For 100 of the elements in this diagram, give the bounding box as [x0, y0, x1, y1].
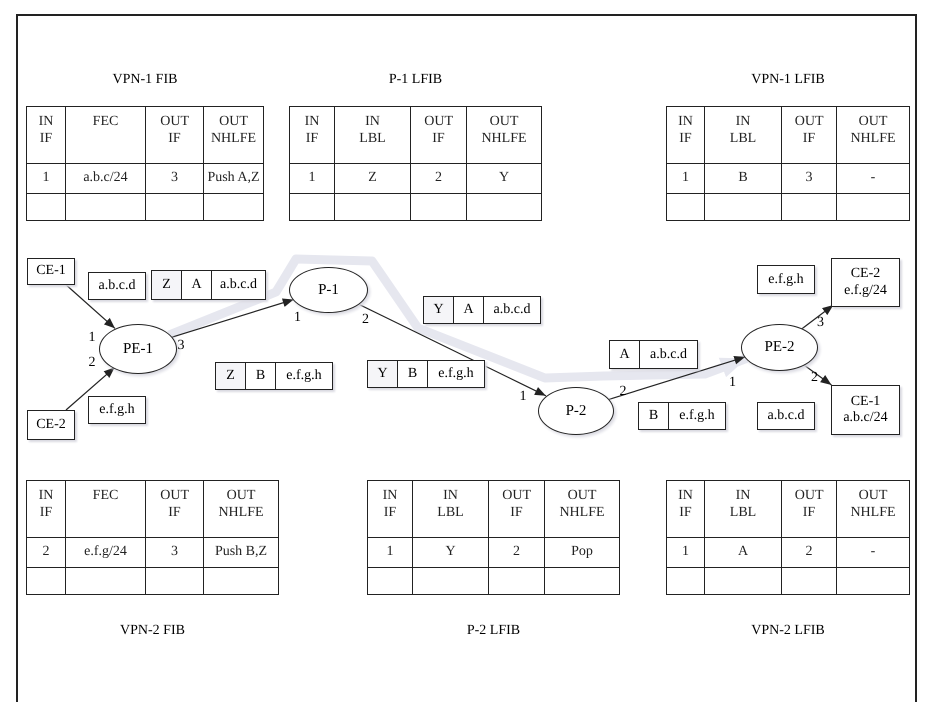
- packet-header: [367, 360, 485, 388]
- column-header: IN IF: [678, 488, 693, 522]
- header-field: B: [639, 403, 669, 429]
- cell-value: 2: [806, 544, 812, 561]
- cell-value: 3: [806, 170, 812, 187]
- node-label: a.b.c/24: [843, 410, 888, 426]
- lookup-table: [26, 106, 264, 221]
- host-box: [27, 410, 75, 440]
- port-number: 2: [811, 370, 818, 386]
- packet-header: [423, 296, 541, 324]
- packet-header: [609, 340, 698, 369]
- arrow: [170, 298, 294, 338]
- header-field: a.b.c.d: [89, 273, 145, 299]
- header-field: a.b.c.d: [212, 271, 265, 299]
- column-header: IN IF: [382, 488, 398, 522]
- arrow: [802, 363, 832, 386]
- cell-value: B: [738, 170, 748, 187]
- arrow: [801, 304, 834, 330]
- header-field: B: [246, 363, 276, 389]
- port-number: 1: [729, 374, 736, 390]
- port-number: 2: [362, 312, 369, 328]
- node-label: P-2: [566, 402, 586, 420]
- column-header: IN IF: [38, 488, 54, 522]
- header-field: A: [610, 341, 640, 368]
- packet-header: [638, 402, 726, 430]
- lookup-table: [666, 106, 910, 221]
- lookup-table: [289, 106, 542, 221]
- cell-value: 2: [435, 170, 442, 187]
- cell-value: e.f.g/24: [84, 544, 127, 561]
- port-number: 3: [817, 314, 824, 330]
- cell-value: 2: [42, 544, 50, 561]
- header-field: a.b.c.d: [484, 297, 540, 323]
- column-header: OUT IF: [502, 488, 531, 522]
- column-header: IN LBL: [730, 114, 756, 148]
- port-number: 3: [178, 338, 184, 354]
- header-field: a.b.c.d: [758, 403, 814, 429]
- node-label: P-1: [318, 282, 339, 298]
- router-node: [741, 324, 818, 371]
- router-node: [99, 324, 177, 374]
- node-label: CE-2: [850, 266, 880, 282]
- cell-value: -: [870, 170, 876, 187]
- header-field: A: [182, 271, 212, 299]
- lookup-table: [26, 480, 279, 595]
- table-title: VPN-1 LFIB: [751, 72, 825, 88]
- cell-value: Push A,Z: [207, 170, 260, 187]
- host-box: [831, 385, 900, 435]
- cell-value: 1: [386, 544, 394, 561]
- port-number: 1: [520, 389, 526, 405]
- column-header: OUT IF: [794, 114, 824, 148]
- table-title: P-1 LFIB: [388, 72, 442, 88]
- header-field: Z: [152, 271, 182, 299]
- router-node: [538, 387, 614, 435]
- arrow: [66, 366, 116, 410]
- column-header: IN LBL: [730, 488, 756, 522]
- node-label: CE-1: [850, 394, 880, 410]
- cell-value: A: [738, 544, 748, 561]
- column-header: FEC: [92, 488, 118, 505]
- column-header: IN LBL: [359, 114, 386, 148]
- arrow: [64, 282, 116, 329]
- cell-value: 1: [308, 170, 316, 187]
- cell-value: Z: [368, 170, 377, 187]
- flow-arrow: [167, 254, 748, 382]
- lookup-table: [367, 480, 620, 595]
- table-title: P-2 LFIB: [466, 623, 520, 639]
- cell-value: Push B,Z: [214, 544, 268, 561]
- header-field: e.f.g.h: [428, 361, 484, 387]
- cell-value: a.b.c/24: [83, 170, 128, 187]
- header-field: a.b.c.d: [640, 341, 697, 368]
- column-header: OUT NHLFE: [850, 114, 896, 148]
- packet-header: [151, 270, 266, 300]
- node-label: CE-1: [36, 263, 66, 280]
- header-field: e.f.g.h: [758, 266, 814, 293]
- cell-value: -: [870, 544, 876, 561]
- column-header: OUT NHLFE: [210, 114, 256, 148]
- port-number: 1: [294, 310, 301, 326]
- cell-value: 1: [682, 544, 689, 561]
- cell-value: Pop: [571, 544, 593, 561]
- header-field: Y: [424, 297, 454, 323]
- cell-value: 3: [171, 170, 178, 187]
- node-label: PE-2: [764, 339, 794, 356]
- header-field: B: [398, 361, 428, 387]
- column-header: FEC: [92, 114, 118, 131]
- header-field: A: [454, 297, 484, 323]
- column-header: IN IF: [678, 114, 693, 148]
- column-header: OUT IF: [160, 114, 189, 148]
- packet-header: [215, 362, 333, 390]
- host-box: [27, 258, 75, 285]
- column-header: OUT IF: [794, 488, 824, 522]
- router-node: [289, 267, 368, 313]
- cell-value: Y: [445, 544, 456, 561]
- host-box: [831, 258, 900, 307]
- cell-value: 1: [682, 170, 689, 187]
- arrow: [356, 302, 546, 396]
- cell-value: 3: [171, 544, 178, 561]
- column-header: OUT IF: [160, 488, 189, 522]
- column-header: IN IF: [38, 114, 54, 148]
- column-header: OUT NHLFE: [559, 488, 605, 522]
- header-field: e.f.g.h: [276, 363, 332, 389]
- table-title: VPN-1 FIB: [112, 72, 178, 88]
- cell-value: 2: [513, 544, 520, 561]
